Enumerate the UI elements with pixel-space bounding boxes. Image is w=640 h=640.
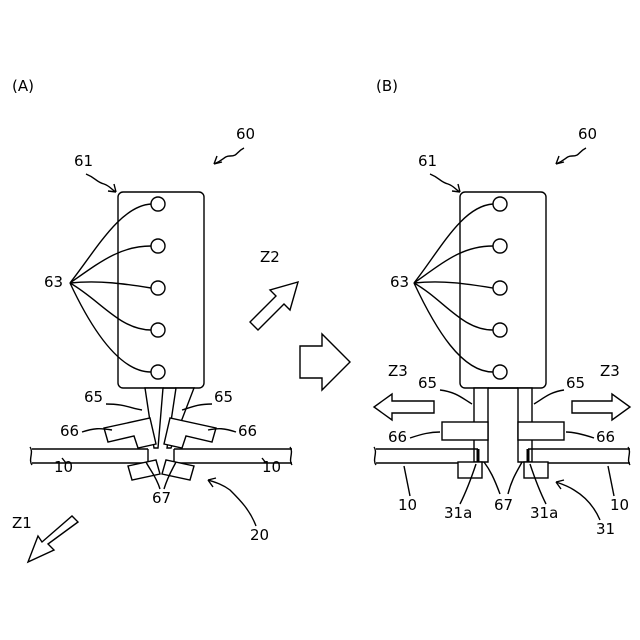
plate-left-a: [32, 449, 148, 463]
plate-left-a-break: [30, 447, 32, 465]
pin-a-3: [151, 281, 165, 295]
label-65-left-b: 65: [418, 374, 437, 392]
label-61-b: 61: [418, 152, 437, 170]
label-z1: Z1: [12, 514, 32, 532]
label-31-b: 31: [596, 520, 615, 538]
pin-a-1: [151, 197, 165, 211]
pin-a-5: [151, 365, 165, 379]
leader-65-right-b: [534, 390, 564, 404]
label-z3-left: Z3: [388, 362, 408, 380]
label-20-a: 20: [250, 526, 269, 544]
leader-20-a: [208, 480, 256, 526]
label-65-right-a: 65: [214, 388, 233, 406]
label-66-left-b: 66: [388, 428, 407, 446]
pin-b-4: [493, 323, 507, 337]
panel-a: (A) 60 61 63 65 65: [12, 77, 298, 562]
label-61-a: 61: [74, 152, 93, 170]
leader-67-b: [484, 462, 522, 494]
pin-b-1: [493, 197, 507, 211]
leader-10-left-b: [404, 466, 410, 496]
pin-a-4: [151, 323, 165, 337]
tip-left-b: [458, 462, 482, 478]
panel-b-title: (B): [376, 77, 398, 95]
panel-b: (B) 60 61 63 65 65: [374, 77, 630, 538]
label-63-b: 63: [390, 273, 409, 291]
label-67-a: 67: [152, 489, 171, 507]
panel-a-title: (A): [12, 77, 34, 95]
plate-right-b: [528, 449, 630, 463]
leader-61-a: [86, 174, 116, 192]
leader-65-left-a: [106, 404, 142, 410]
label-66-left-a: 66: [60, 422, 79, 440]
label-65-right-b: 65: [566, 374, 585, 392]
label-66-right-b: 66: [596, 428, 615, 446]
leader-31-b: [556, 482, 600, 520]
label-66-right-a: 66: [238, 422, 257, 440]
claw-left-b: [442, 422, 488, 440]
label-31a-left: 31a: [444, 504, 472, 522]
plate-left-b: [376, 449, 478, 463]
label-60-a: 60: [236, 125, 255, 143]
label-60-b: 60: [578, 125, 597, 143]
pin-a-2: [151, 239, 165, 253]
label-65-left-a: 65: [84, 388, 103, 406]
claw-right-b: [518, 422, 564, 440]
arrow-z3-right-icon: [572, 394, 630, 420]
arrow-z2-icon: [250, 282, 298, 330]
arrow-z3-left-icon: [374, 394, 434, 420]
leader-66-left-b: [410, 432, 440, 438]
claw-right-a: [164, 418, 216, 448]
transition-arrow-icon: [300, 334, 350, 390]
plate-left-b-break: [374, 447, 376, 465]
pin-b-2: [493, 239, 507, 253]
leader-65-left-b: [440, 390, 472, 404]
leader-60-b: [556, 148, 586, 164]
label-31a-right: 31a: [530, 504, 558, 522]
leader-10-right-b: [608, 466, 614, 496]
label-63-a: 63: [44, 273, 63, 291]
leader-61-b: [430, 174, 460, 192]
pin-b-3: [493, 281, 507, 295]
label-10-left-b: 10: [398, 496, 417, 514]
leader-60-a: [214, 148, 244, 164]
claw-left-a: [104, 418, 156, 448]
pin-b-5: [493, 365, 507, 379]
tip-right-b: [524, 462, 548, 478]
label-10-right-b: 10: [610, 496, 629, 514]
label-z3-right: Z3: [600, 362, 620, 380]
label-67-b: 67: [494, 496, 513, 514]
label-z2: Z2: [260, 248, 280, 266]
leader-66-right-b: [566, 432, 594, 438]
arrow-z1-icon: [28, 516, 78, 562]
